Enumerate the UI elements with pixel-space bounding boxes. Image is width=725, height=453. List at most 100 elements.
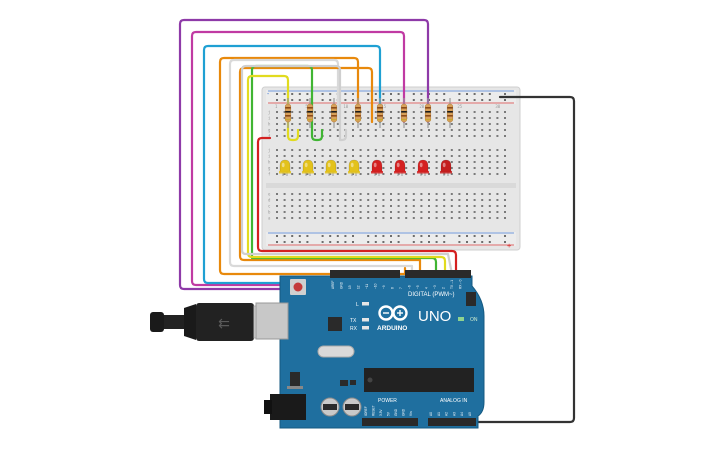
column-number: 15 xyxy=(381,104,386,109)
power-pin-label: 3.3V xyxy=(379,409,383,416)
digital-pin-label: RX←0 xyxy=(459,279,463,289)
wire-red[interactable] xyxy=(256,136,458,276)
analog-header[interactable] xyxy=(428,418,476,426)
wire-white-outer[interactable] xyxy=(228,58,414,276)
digital-header-left[interactable] xyxy=(330,270,400,278)
power-pin-label: RESET xyxy=(372,405,376,416)
l-label: L xyxy=(356,302,359,308)
digital-pin-label: AREF xyxy=(331,280,335,289)
power-pin-label: IOREF xyxy=(364,406,368,416)
digital-pin-label: ~10 xyxy=(374,283,378,289)
power-jack[interactable] xyxy=(270,394,306,420)
row-letter: c xyxy=(268,204,271,209)
power-pin-label: 5V xyxy=(387,411,391,416)
wire-white-inner[interactable] xyxy=(240,64,454,276)
led-6[interactable] xyxy=(394,159,406,176)
analog-pin-label: A0 xyxy=(429,412,433,416)
row-letter: a xyxy=(268,216,271,221)
tx-label: TX xyxy=(350,318,357,324)
leds xyxy=(279,159,452,176)
column-number: 5 xyxy=(305,104,308,109)
arduino-infinity-logo xyxy=(378,305,408,321)
power-label: POWER xyxy=(378,398,397,404)
resistor[interactable] xyxy=(306,98,314,128)
digital-pin-label: ~3 xyxy=(433,285,437,289)
row-letter: e xyxy=(268,192,271,197)
resistor[interactable] xyxy=(376,98,384,128)
wire-magenta[interactable] xyxy=(190,30,406,287)
on-label: ON xyxy=(470,317,478,323)
power-pin-label: GND xyxy=(394,408,398,416)
row-letter: j xyxy=(268,148,270,153)
digital-pin-label: ~6 xyxy=(408,285,412,289)
wire-orange-outer[interactable] xyxy=(218,56,407,276)
column-number: 1 xyxy=(275,104,278,109)
microcontroller-chip xyxy=(364,368,474,392)
led-3[interactable] xyxy=(325,159,337,176)
resistor[interactable] xyxy=(284,98,292,128)
resistor[interactable] xyxy=(330,98,338,128)
wire-orange-inner[interactable] xyxy=(238,66,422,276)
on-led xyxy=(458,317,464,321)
wire-yellow[interactable] xyxy=(246,74,447,276)
led-8[interactable] xyxy=(440,159,452,176)
usb-symbol-icon: ⇇ xyxy=(218,316,230,332)
model-label: UNO xyxy=(418,308,451,325)
led-1[interactable] xyxy=(279,159,291,176)
row-letter: f xyxy=(268,172,271,177)
power-header[interactable] xyxy=(362,418,418,426)
row-letter: h xyxy=(268,122,271,127)
column-number: 20 xyxy=(419,104,424,109)
analog-pin-label: A2 xyxy=(445,412,449,416)
led-7[interactable] xyxy=(417,159,429,176)
digital-pin-label: 12 xyxy=(357,285,361,289)
crystal-oscillator xyxy=(317,345,355,358)
column-number: 30 xyxy=(495,104,500,109)
row-letter: h xyxy=(268,160,271,165)
wire-blue[interactable] xyxy=(202,44,382,285)
row-letter: g xyxy=(268,128,271,133)
wire-black-gnd[interactable] xyxy=(476,95,576,424)
row-letter: d xyxy=(268,198,271,203)
power-pin-label: Vin xyxy=(409,411,413,416)
digital-header-right[interactable] xyxy=(405,270,471,278)
row-letter: i xyxy=(268,116,271,121)
analog-pin-label: A1 xyxy=(437,412,441,416)
digital-pin-label: ~9 xyxy=(382,285,386,289)
brand-label: ARDUINO xyxy=(377,325,407,332)
analog-pin-label: A4 xyxy=(460,412,464,416)
row-letter: f xyxy=(268,134,271,139)
led-4[interactable] xyxy=(348,159,360,176)
analog-label: ANALOG IN xyxy=(440,398,468,404)
voltage-regulator xyxy=(290,372,300,386)
row-letter: b xyxy=(268,210,271,215)
resistor[interactable] xyxy=(400,98,408,128)
led-2[interactable] xyxy=(302,159,314,176)
resistor[interactable] xyxy=(354,98,362,128)
rail-plus-bottom: + xyxy=(507,242,511,250)
icsp-header xyxy=(466,292,476,306)
tx-led xyxy=(362,318,369,322)
row-letter: j xyxy=(268,110,270,115)
analog-pin-label: A5 xyxy=(468,412,472,416)
rx-led xyxy=(362,326,369,330)
digital-pin-label: 13 xyxy=(348,285,352,289)
resistor[interactable] xyxy=(446,98,454,128)
arduino-uno[interactable]: DIGITAL (PWM~) ON L TX RX ARDUINO UNO xyxy=(255,270,485,429)
reset-button[interactable] xyxy=(293,282,303,292)
led-5[interactable] xyxy=(371,159,383,176)
digital-pin-label: 4 xyxy=(425,287,429,289)
digital-pin-label: ~11 xyxy=(365,284,369,289)
power-pin-label: GND xyxy=(402,408,406,416)
resistor[interactable] xyxy=(424,98,432,128)
digital-pin-label: TX→1 xyxy=(450,280,454,289)
digital-pin-label: 7 xyxy=(399,287,403,289)
rx-label: RX xyxy=(350,326,358,332)
usb-port xyxy=(255,302,289,340)
column-number: 25 xyxy=(457,104,462,109)
rail-minus-top: - xyxy=(266,90,270,98)
